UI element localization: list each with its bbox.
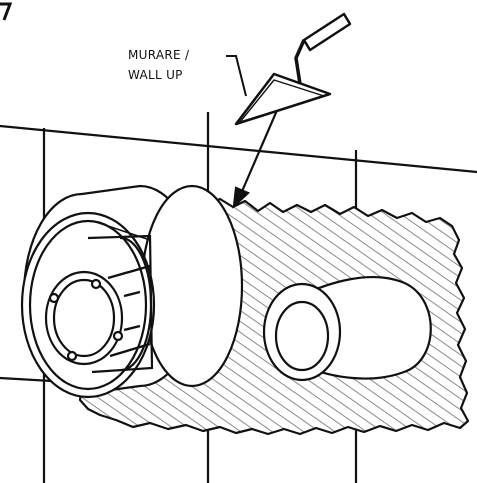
corner-mark bbox=[0, 2, 13, 21]
callout-arrow bbox=[232, 107, 280, 209]
callout-line-2: WALL UP bbox=[128, 68, 183, 82]
embedded-body bbox=[20, 184, 244, 399]
callout-line-1: MURARE / bbox=[128, 48, 190, 62]
label-leader bbox=[226, 55, 247, 97]
embedded-sleeve bbox=[262, 275, 432, 382]
trowel-icon bbox=[234, 12, 352, 126]
callout-label: MURARE / WALL UP bbox=[128, 48, 190, 82]
